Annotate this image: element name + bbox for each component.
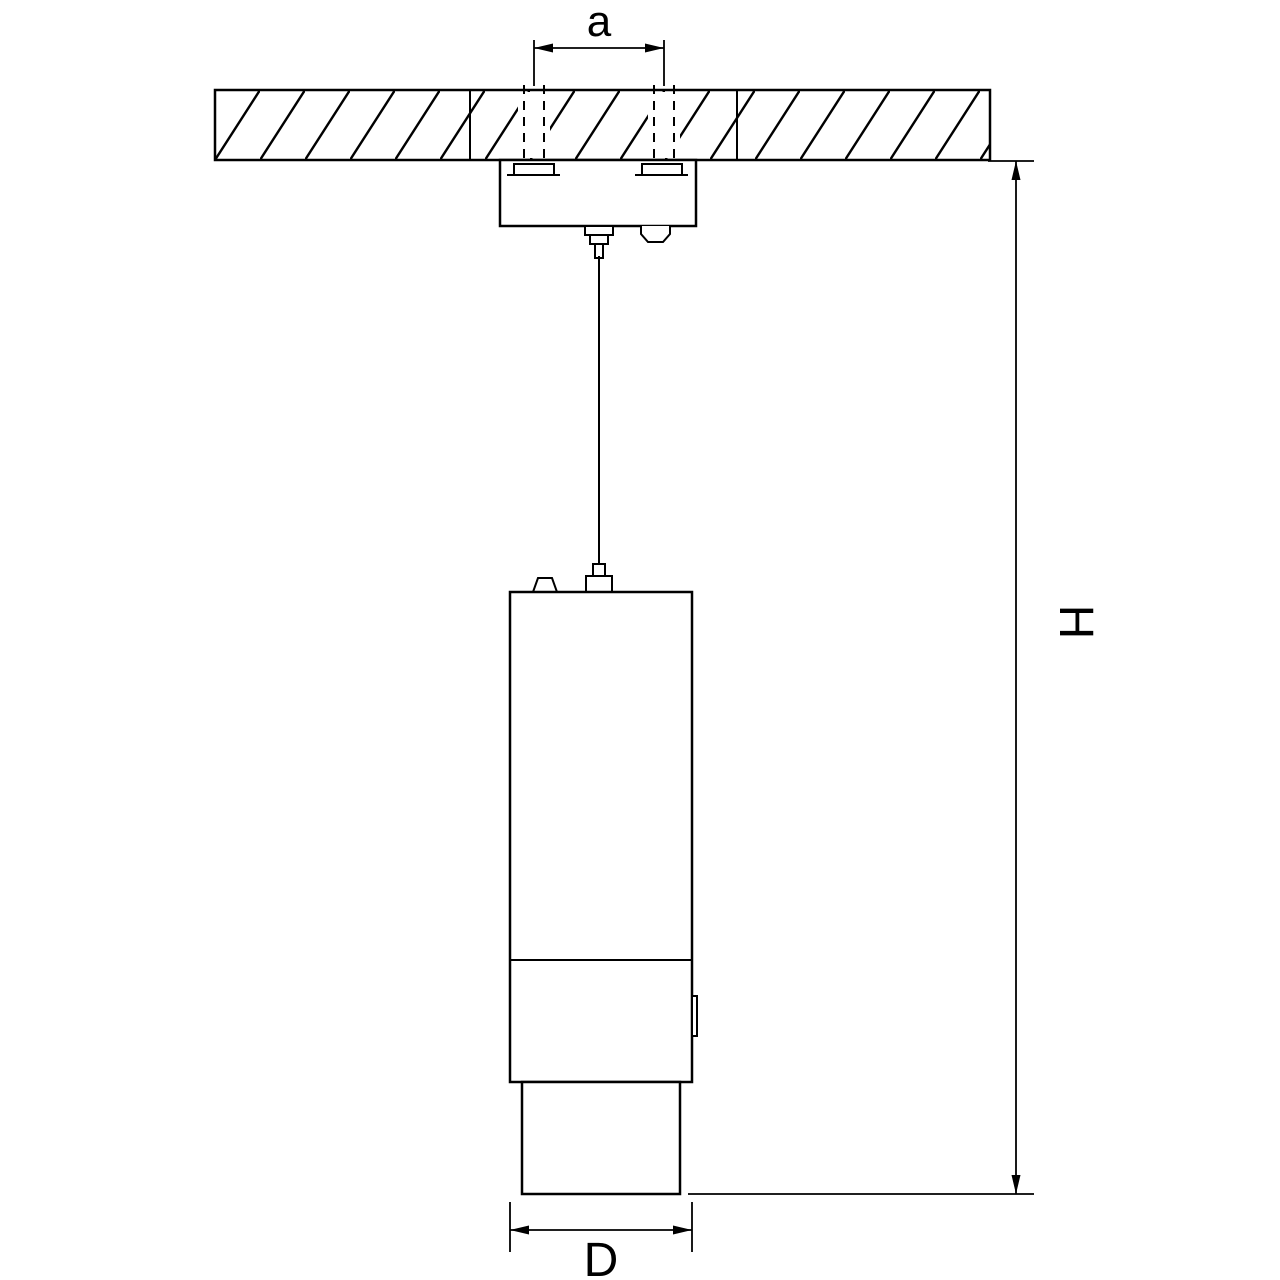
diffuser [520, 1080, 682, 1196]
canopy [498, 158, 698, 259]
screw-hole-right [648, 92, 680, 158]
dimension-d-label: D [584, 1234, 619, 1280]
cord-grip-nut [589, 234, 609, 245]
ceiling [213, 85, 992, 162]
top-clip [531, 577, 559, 593]
arrowhead-bottom [1011, 1175, 1021, 1194]
arrowhead-top [1011, 161, 1021, 180]
ceiling-slab [213, 88, 992, 162]
arrowhead-left [510, 1225, 529, 1235]
lamp-body [508, 590, 694, 1084]
top-cord-grip [585, 575, 613, 593]
cord-grip-flange [584, 225, 614, 236]
arrowhead-right [645, 43, 664, 53]
mounting-screw-left [523, 85, 545, 162]
mounting-screw-right [653, 85, 675, 162]
pendant [508, 563, 698, 1196]
dimension-h: H [688, 160, 1102, 1195]
screw-head-left [513, 163, 555, 176]
dimension-d: D [509, 1202, 693, 1280]
cord-end-ferrule [592, 563, 606, 577]
dimension-h-label: H [1049, 605, 1102, 640]
screw-hole-left [518, 92, 550, 158]
side-notch [691, 995, 698, 1037]
dimension-a-label: a [587, 0, 612, 46]
arrowhead-right [673, 1225, 692, 1235]
cable-clamp [640, 226, 671, 243]
dimension-a: a [533, 0, 665, 86]
arrowhead-left [534, 43, 553, 53]
screw-head-right [641, 163, 683, 176]
cord-grip-nipple [594, 243, 604, 259]
